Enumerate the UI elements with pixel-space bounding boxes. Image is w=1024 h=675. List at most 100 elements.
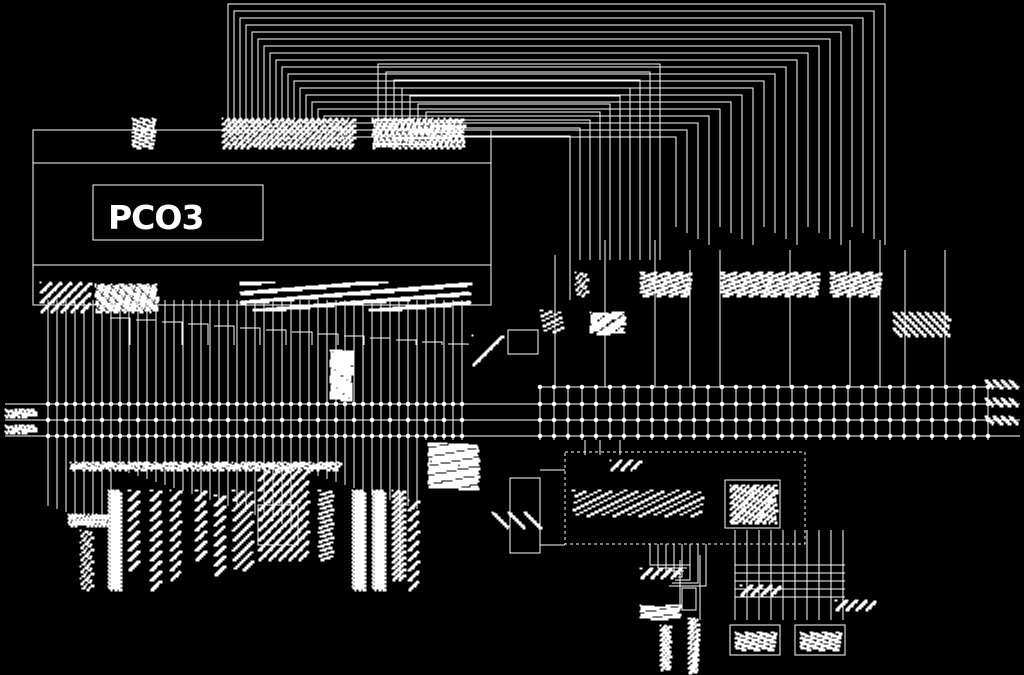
relay-contact-group-1 bbox=[686, 274, 689, 278]
bottom-terminal-group-1 bbox=[47, 293, 50, 296]
top-terminal-group-3 bbox=[401, 119, 405, 122]
bottom-terminal-group-3 bbox=[260, 308, 263, 312]
bottom-terminal-group-1 bbox=[65, 285, 70, 288]
junction-dot bbox=[405, 433, 411, 439]
relay-contact-group-4 bbox=[878, 278, 883, 282]
top-terminal-group-2 bbox=[224, 120, 227, 124]
relay-contact-group-1 bbox=[677, 277, 680, 280]
top-terminal-group-1 bbox=[139, 121, 144, 124]
junction-dot bbox=[234, 401, 240, 407]
junction-dot bbox=[985, 401, 991, 407]
relay-contact-group-4 bbox=[866, 292, 869, 296]
contact-symbol-2 bbox=[610, 322, 615, 326]
relay-contact-group-2 bbox=[735, 271, 738, 274]
top-terminal-group-2 bbox=[240, 146, 244, 150]
contact-symbol-1 bbox=[554, 318, 559, 322]
top-terminal-group-3 bbox=[451, 121, 456, 124]
bus-label-right-3 bbox=[995, 418, 1000, 422]
relay-contact-group-4 bbox=[870, 276, 874, 280]
relay-contact-group-2 bbox=[723, 271, 726, 274]
bus-label-right bbox=[987, 382, 990, 386]
bottom-terminal-group-3 bbox=[467, 293, 470, 296]
contact-symbol-1 bbox=[560, 326, 564, 330]
top-terminal-group-3 bbox=[416, 118, 421, 122]
top-terminal-group-3 bbox=[446, 132, 449, 136]
top-terminal-group-2 bbox=[251, 135, 254, 138]
junction-dot bbox=[761, 401, 767, 407]
top-terminal-group-3 bbox=[401, 131, 405, 134]
top-terminal-group-2 bbox=[275, 141, 278, 144]
junction-dot bbox=[306, 401, 312, 407]
top-terminal-group-3 bbox=[416, 146, 420, 150]
route-wire bbox=[344, 335, 365, 345]
top-terminal-group-2 bbox=[273, 131, 277, 134]
top-terminal-group-2 bbox=[253, 145, 258, 148]
relay-contact-group-3 bbox=[771, 271, 774, 274]
bottom-terminal-group-2 bbox=[140, 305, 144, 308]
top-terminal-group-3 bbox=[457, 121, 462, 124]
junction-dot bbox=[635, 384, 641, 390]
junction-dot bbox=[423, 417, 429, 423]
bottom-terminal-group-2 bbox=[96, 297, 100, 300]
contact-symbol-2 bbox=[611, 313, 616, 316]
top-terminal-group-2 bbox=[337, 139, 342, 142]
top-terminal-group-2 bbox=[316, 118, 321, 122]
contact-symbol-3 bbox=[945, 324, 950, 328]
bottom-terminal-group-3 bbox=[247, 301, 250, 304]
lower-label-row bbox=[124, 468, 128, 472]
bottom-terminal-group-3 bbox=[411, 307, 414, 310]
lower-label-row bbox=[297, 467, 300, 470]
top-terminal-group-3 bbox=[422, 118, 427, 122]
relay-contact-group-1 bbox=[658, 280, 661, 284]
top-terminal-group-2 bbox=[317, 123, 320, 126]
bus-label-right bbox=[1005, 384, 1009, 388]
contact-symbol-2 bbox=[607, 313, 611, 316]
bottom-terminal-group-1 bbox=[44, 306, 49, 310]
contact-symbol-1 bbox=[549, 315, 554, 318]
junction-dot bbox=[649, 433, 655, 439]
junction-dot bbox=[315, 401, 321, 407]
junction-dot bbox=[387, 417, 393, 423]
junction-dot bbox=[135, 401, 141, 407]
junction-dot bbox=[297, 433, 303, 439]
top-terminal-group-2 bbox=[283, 139, 288, 142]
junction-dot bbox=[901, 401, 907, 407]
top-terminal-group-2 bbox=[324, 146, 328, 150]
bus-label-right-2 bbox=[1002, 399, 1005, 402]
top-terminal-group-2 bbox=[279, 125, 283, 128]
relay-contact-group-2 bbox=[739, 289, 742, 292]
contact-symbol-3 bbox=[892, 327, 897, 330]
lower-label-row bbox=[183, 467, 186, 470]
top-terminal-group-2 bbox=[341, 123, 344, 126]
top-terminal-group-1 bbox=[141, 135, 144, 138]
top-terminal-group-1 bbox=[145, 141, 148, 144]
relay-contact-group-3 bbox=[803, 283, 806, 286]
top-terminal-group-3 bbox=[424, 138, 427, 142]
top-terminal-group-3 bbox=[429, 125, 433, 128]
relay-contact-group-3 bbox=[776, 274, 779, 278]
top-terminal-group-3 bbox=[389, 119, 393, 122]
relay-contact-group-0 bbox=[577, 286, 580, 290]
top-terminal-group-3 bbox=[410, 118, 415, 122]
contact-symbol-3 bbox=[905, 316, 909, 320]
top-terminal-group-2 bbox=[315, 143, 319, 146]
junction-dot bbox=[180, 401, 186, 407]
relay-contact-group-3 bbox=[782, 286, 785, 290]
relay-contact-group-2 bbox=[737, 285, 741, 288]
bottom-terminal-group-1 bbox=[78, 292, 82, 296]
bottom-terminal-group-2 bbox=[112, 305, 115, 308]
top-terminal-group-2 bbox=[269, 117, 272, 120]
junction-dot bbox=[369, 417, 375, 423]
top-terminal-group-3 bbox=[448, 122, 452, 126]
bottom-terminal-group-3 bbox=[293, 307, 296, 310]
bottom-terminal-group-3 bbox=[454, 284, 457, 288]
relay-contact-group-1 bbox=[687, 283, 690, 286]
lower-label-row bbox=[198, 462, 201, 466]
top-terminal-group-3 bbox=[404, 146, 408, 150]
bottom-terminal-group-2 bbox=[102, 303, 106, 306]
contact-symbol-1 bbox=[543, 329, 546, 332]
top-terminal-group-2 bbox=[271, 121, 276, 124]
top-terminal-group-3 bbox=[413, 131, 417, 134]
top-terminal-group-2 bbox=[221, 123, 224, 126]
relay-contact-group-1 bbox=[675, 283, 678, 286]
